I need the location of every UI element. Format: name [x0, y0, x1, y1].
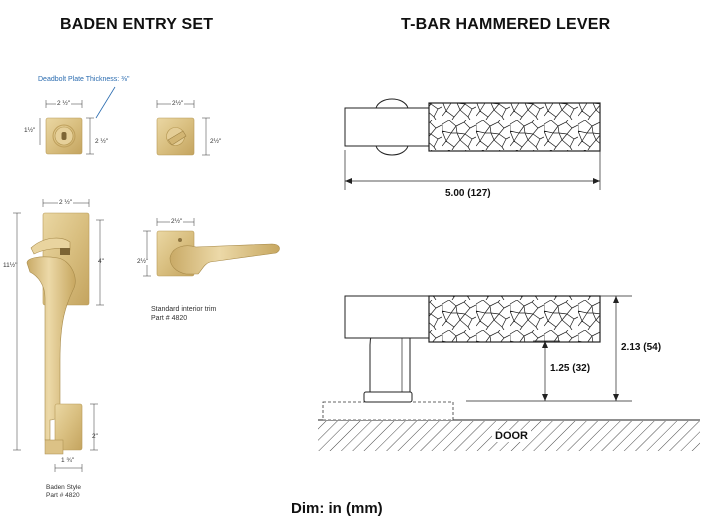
right-panel-title: T-BAR HAMMERED LEVER — [401, 16, 611, 33]
lever-side-view — [318, 295, 700, 451]
lever-length-dimension: 5.00 (127) — [445, 188, 491, 199]
baden-entry-set-illustration — [13, 86, 280, 472]
deadbolt-note-pointer — [95, 86, 116, 119]
exterior-handleset — [13, 199, 104, 472]
handleset-caption-line2: Part # 4820 — [46, 492, 80, 499]
handleset-bottom-width-label: 1 ¾" — [61, 457, 75, 464]
lever-top-view — [344, 98, 601, 190]
trim-width-label: 2½" — [170, 218, 184, 225]
deadbolt-width-label: 2 ½" — [56, 100, 72, 107]
handleset-height-label: 11½" — [3, 262, 18, 269]
interior-deadbolt — [156, 100, 210, 156]
trim-caption-line1: Standard interior trim — [151, 306, 217, 313]
interior-deadbolt-width-label: 2½" — [171, 100, 185, 107]
handleset-grip-height-label: 4" — [98, 258, 104, 265]
exterior-deadbolt — [39, 100, 94, 155]
left-panel-title: BADEN ENTRY SET — [60, 16, 214, 33]
trim-height-label: 2½" — [137, 258, 149, 265]
units-label: Dim: in (mm) — [291, 500, 383, 517]
deadbolt-offset-label: 1½" — [24, 127, 36, 134]
deadbolt-thickness-note: Deadbolt Plate Thickness: ⅜" — [38, 76, 130, 83]
handleset-caption-line1: Baden Style — [46, 484, 82, 491]
door-label: DOOR — [492, 430, 531, 442]
interior-deadbolt-height-label: 2½" — [210, 138, 222, 145]
handleset-top-width-label: 2 ½" — [58, 199, 74, 206]
handleset-bottom-height-label: 2" — [92, 433, 98, 440]
deadbolt-height-label: 2 ½" — [95, 138, 109, 145]
trim-caption-line2: Part # 4820 — [151, 315, 188, 322]
lever-projection-dimension: 2.13 (54) — [621, 342, 662, 353]
lever-post-dimension: 1.25 (32) — [550, 363, 591, 374]
